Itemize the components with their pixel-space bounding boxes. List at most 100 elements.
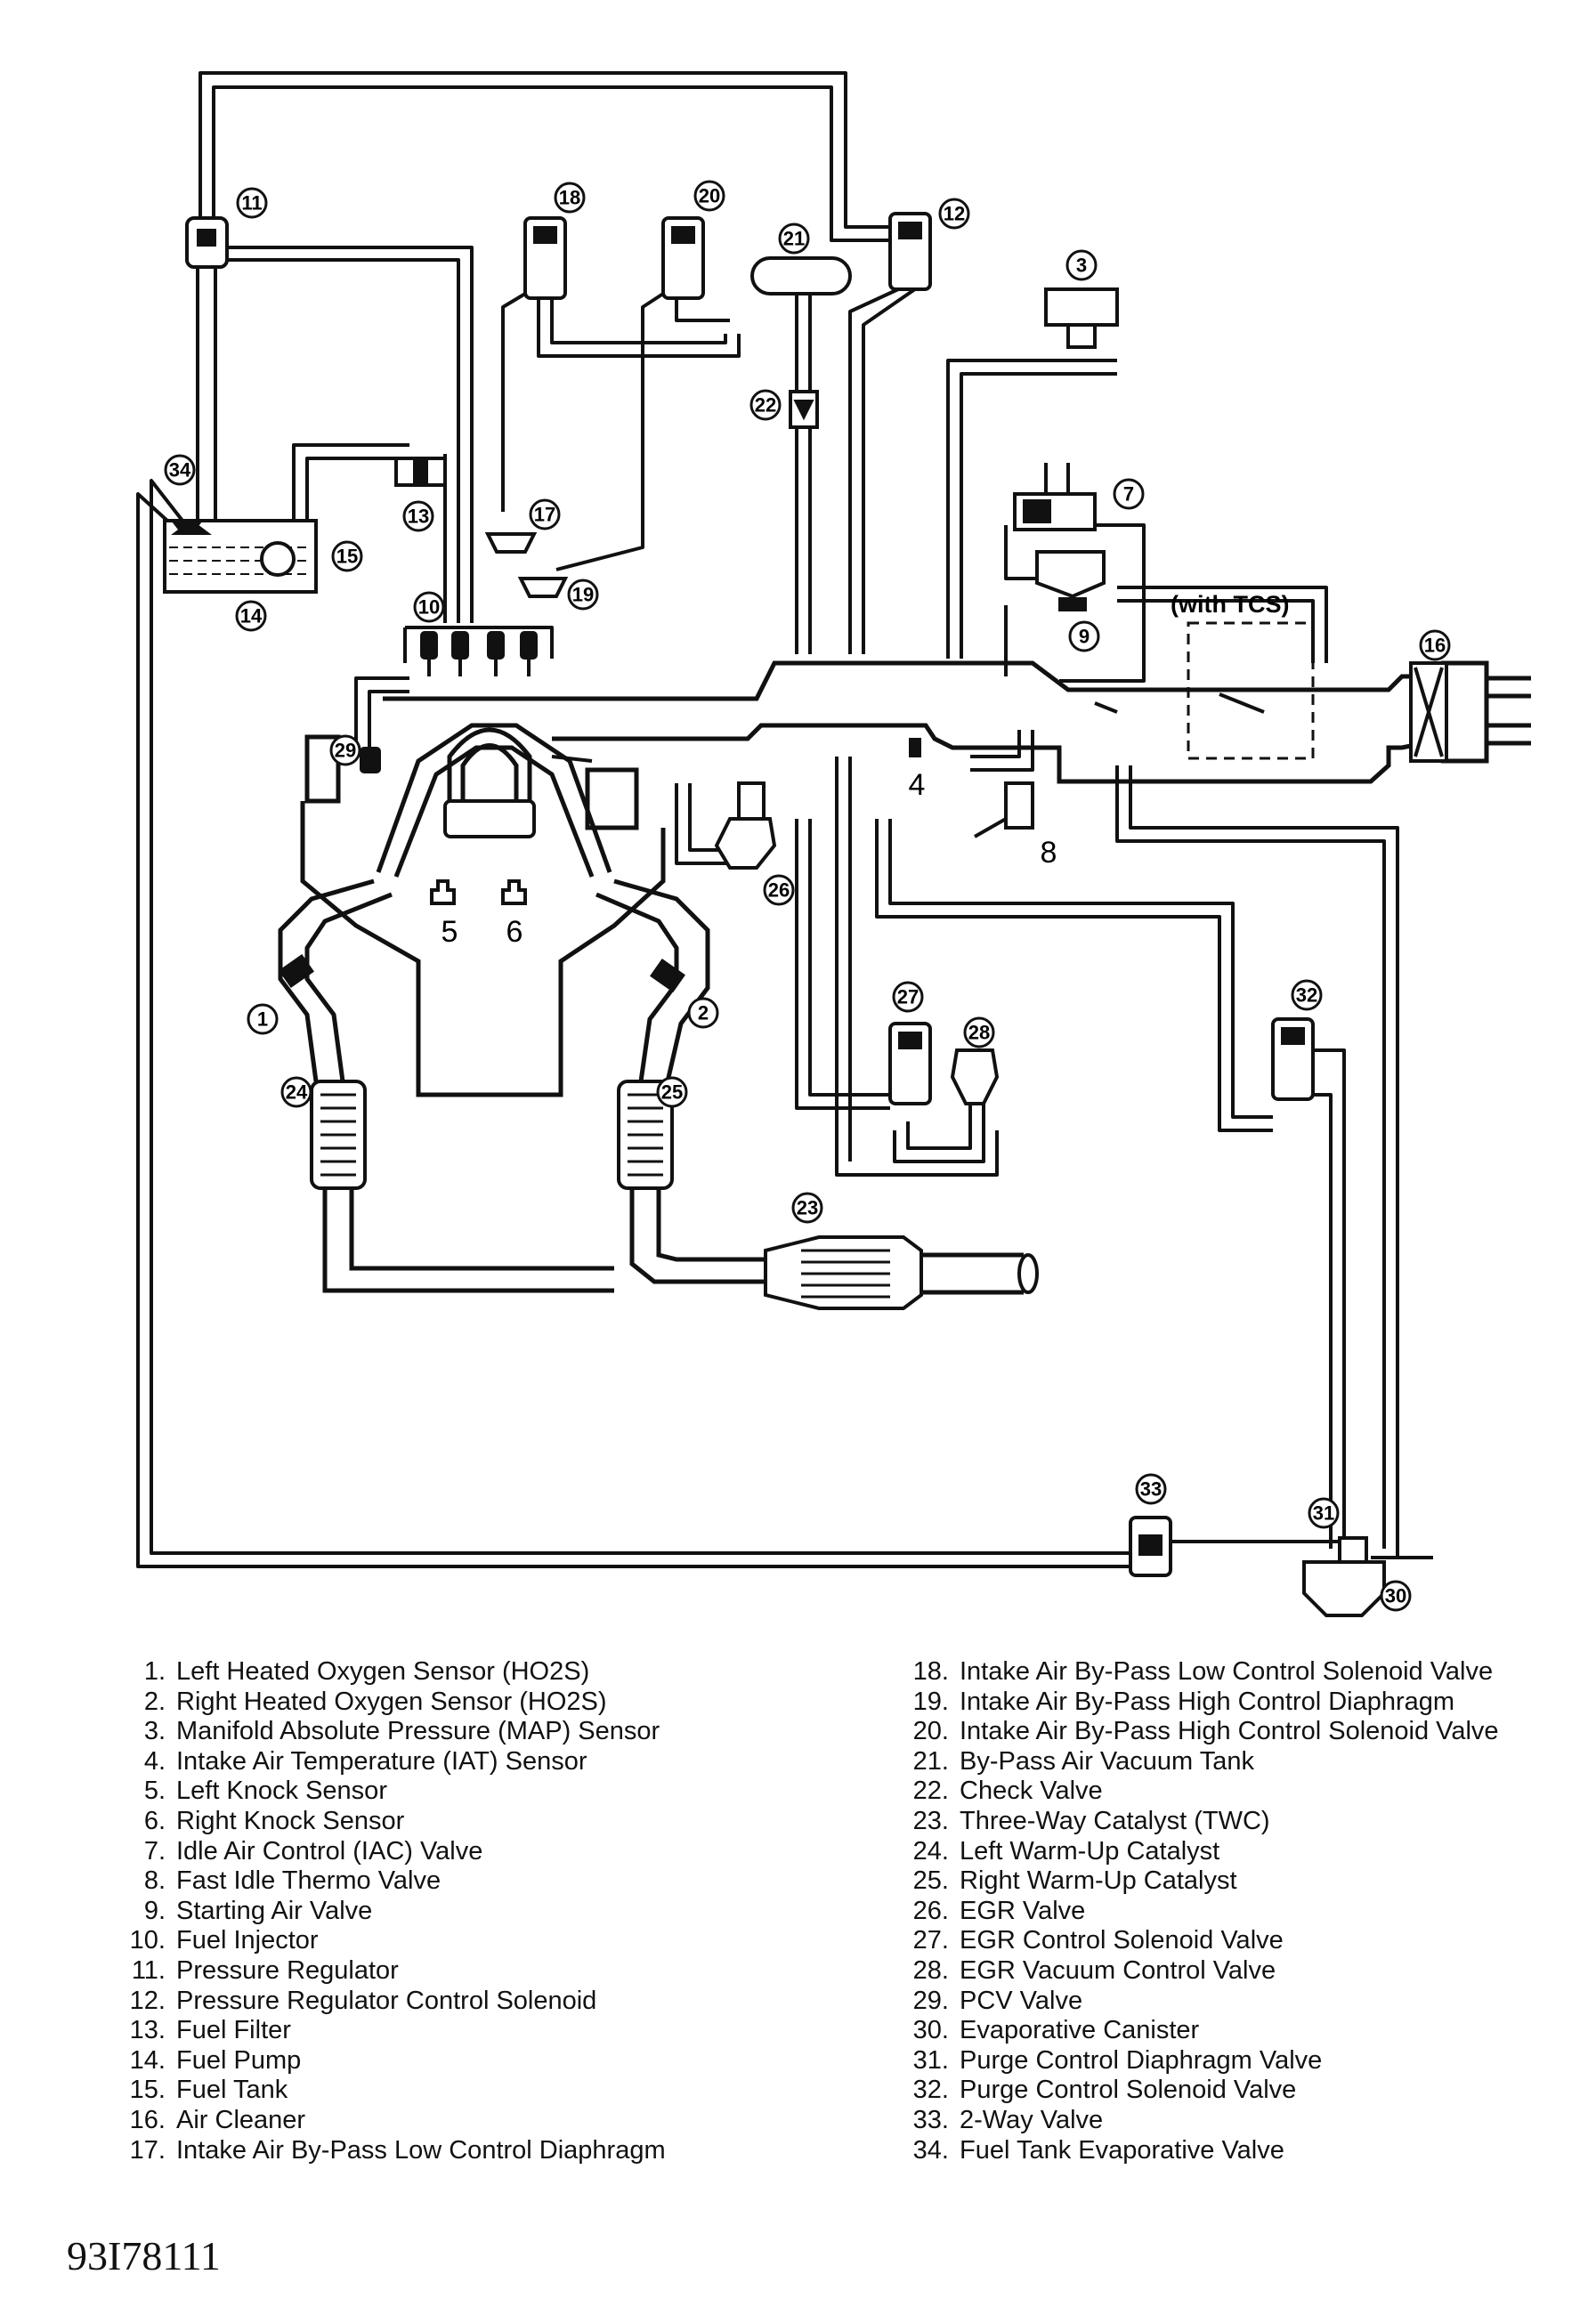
legend-label: Left Knock Sensor [176,1777,387,1806]
left-ho2s [279,953,314,989]
callout-10: 10 [413,591,445,623]
callout-4: 4 [909,768,926,802]
legend-label: Air Cleaner [176,2105,306,2134]
svg-text:30: 30 [1385,1585,1406,1607]
legend-label: Left Warm-Up Catalyst [960,1836,1220,1866]
legend-number: 4. [143,1746,166,1776]
legend-label: Pressure Regulator Control Solenoid [176,1986,597,2015]
callout-28: 28 [963,1016,995,1048]
legend-number: 12. [129,1986,166,2015]
right-ho2s [650,958,685,993]
legend-item: 8.Fast Idle Thermo Valve [116,1866,917,1897]
callout-31: 31 [1308,1497,1340,1529]
svg-text:13: 13 [408,506,429,528]
fuel-injectors [420,631,538,676]
svg-text:12: 12 [944,203,965,225]
callout-25: 25 [656,1076,688,1108]
fast-idle-thermo-valve [1004,781,1034,830]
legend-label: EGR Vacuum Control Valve [960,1955,1276,1985]
legend-item: 14.Fuel Pump [116,2046,917,2076]
legend-item: 25.Right Warm-Up Catalyst [899,1866,1596,1897]
legend-number: 26. [912,1896,949,1925]
fuel-tank-evaporative-valve [171,522,203,535]
callout-20: 20 [693,180,725,212]
fuel-pump [260,541,296,577]
legend-label: EGR Valve [960,1896,1086,1925]
legend-number: 10. [129,1926,166,1955]
legend-number: 13. [129,2016,166,2045]
legend-item: 11.Pressure Regulator [116,1956,917,1987]
legend-column-left: 1.Left Heated Oxygen Sensor (HO2S) 2.Rig… [116,1657,917,2165]
parts-legend: 1.Left Heated Oxygen Sensor (HO2S) 2.Rig… [116,1657,1576,2165]
legend-label: 2-Way Valve [960,2105,1104,2134]
legend-label: Evaporative Canister [960,2016,1200,2045]
legend-number: 17. [129,2135,166,2165]
svg-text:23: 23 [797,1197,818,1219]
legend-number: 25. [912,1866,949,1896]
callout-30: 30 [1380,1580,1412,1612]
diagram-canvas: (with TCS) [136,71,1531,1617]
svg-text:3: 3 [1076,255,1087,277]
svg-text:27: 27 [897,986,919,1008]
pcv-valve [360,747,381,773]
svg-text:22: 22 [755,394,776,417]
callout-29: 29 [329,734,361,766]
legend-label: PCV Valve [960,1986,1083,2015]
legend-item: 22.Check Valve [899,1777,1596,1807]
legend-item: 19.Intake Air By-Pass High Control Diaph… [899,1688,1596,1718]
legend-item: 21.By-Pass Air Vacuum Tank [899,1747,1596,1777]
callout-24: 24 [280,1076,312,1108]
callout-18: 18 [554,182,586,214]
egr-valve [714,817,777,870]
callout-34: 34 [164,454,196,486]
svg-text:14: 14 [240,605,263,627]
legend-label: Fuel Tank Evaporative Valve [960,2135,1284,2165]
check-valve [789,390,819,429]
legend-label: Intake Air By-Pass Low Control Solenoid … [960,1657,1494,1686]
legend-item: 7.Idle Air Control (IAC) Valve [116,1837,917,1867]
tcs-annotation: (with TCS) [1171,591,1289,618]
components [163,212,1386,1617]
callout-6: 6 [506,915,523,949]
callout-21: 21 [778,223,810,255]
legend-label: Pressure Regulator [176,1955,399,1985]
legend-label: Intake Air By-Pass Low Control Diaphragm [176,2135,666,2165]
legend-item: 13.Fuel Filter [116,2016,917,2046]
callout-16: 16 [1419,629,1451,661]
svg-text:1: 1 [257,1008,268,1031]
legend-item: 12. Pressure Regulator Control Solenoid [116,1987,917,2017]
legend-item: 26. EGR Valve [899,1897,1596,1927]
legend-item: 15.Fuel Tank [116,2076,917,2106]
legend-item: 30.Evaporative Canister [899,2016,1596,2046]
legend-label: Starting Air Valve [176,1896,373,1925]
callout-32: 32 [1291,979,1323,1011]
iat-sensor [909,738,921,757]
legend-label: Right Knock Sensor [176,1806,405,1835]
svg-text:19: 19 [572,584,594,606]
legend-label: Check Valve [960,1777,1103,1806]
legend-item: 28. EGR Vacuum Control Valve [899,1956,1596,1987]
legend-number: 27. [912,1926,949,1955]
legend-item: 34.Fuel Tank Evaporative Valve [899,2136,1596,2166]
legend-number: 28. [912,1955,949,1985]
legend-label: By-Pass Air Vacuum Tank [960,1746,1254,1776]
svg-text:9: 9 [1079,626,1090,648]
callout-14: 14 [235,600,267,632]
legend-item: 18. Intake Air By-Pass Low Control Soleno… [899,1657,1596,1688]
legend-number: 32. [912,2076,949,2105]
bypass-air-vacuum-tank [750,256,852,295]
svg-text:17: 17 [534,504,555,526]
legend-item: 17. Intake Air By-Pass Low Control Diaphr… [116,2136,917,2166]
legend-column-right: 18. Intake Air By-Pass Low Control Soleno… [899,1657,1596,2165]
svg-text:34: 34 [169,459,191,482]
svg-text:25: 25 [661,1081,683,1104]
callout-1: 1 [247,1003,279,1035]
callout-19: 19 [567,579,599,611]
figure-code: 93I78111 [67,2233,221,2279]
left-knock-sensor [430,879,456,905]
right-knock-sensor [501,879,527,905]
legend-number: 14. [129,2045,166,2075]
legend-number: 18. [912,1657,949,1686]
callout-27: 27 [892,981,924,1013]
legend-item: 10.Fuel Injector [116,1926,917,1956]
